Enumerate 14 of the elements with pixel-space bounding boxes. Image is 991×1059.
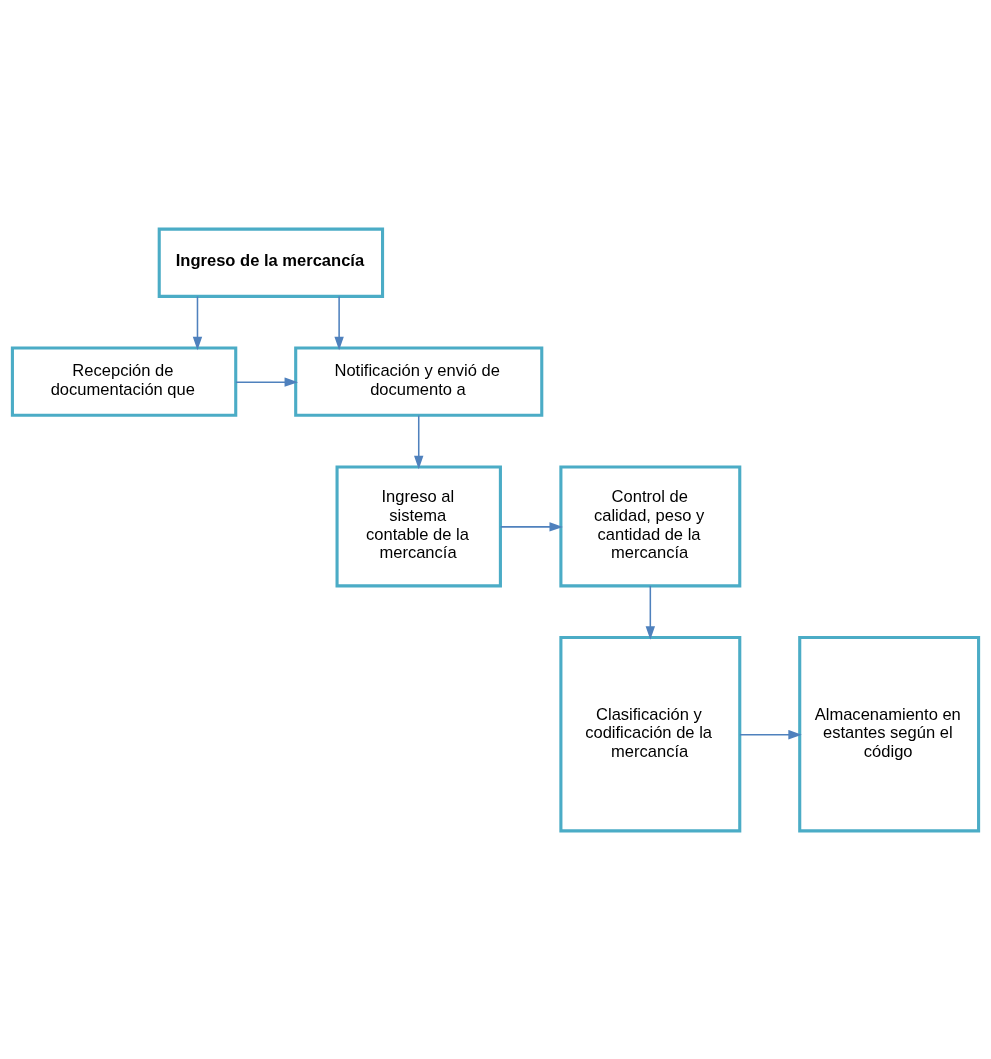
- node-box: Recepción de documentación que: [10, 345, 238, 417]
- arrow: [645, 584, 656, 640]
- arrow: [739, 729, 802, 739]
- arrow: [334, 295, 344, 350]
- arrow: [235, 376, 298, 387]
- node-box: Notificación y envió de documento a: [294, 345, 544, 417]
- node-box: Ingreso al sistema contable de la mercancía: [335, 464, 502, 587]
- node-box: Clasificación y codificación de la mercancía: [559, 635, 742, 832]
- node-box: Almacenamiento en estantes según el código: [798, 635, 981, 832]
- arrow: [414, 414, 424, 469]
- node-box: Ingreso de la mercancía: [157, 227, 385, 298]
- arrow: [192, 295, 203, 350]
- arrow: [499, 521, 563, 532]
- node-box: Control de calidad, peso y cantidad de la mercancía: [559, 464, 742, 587]
